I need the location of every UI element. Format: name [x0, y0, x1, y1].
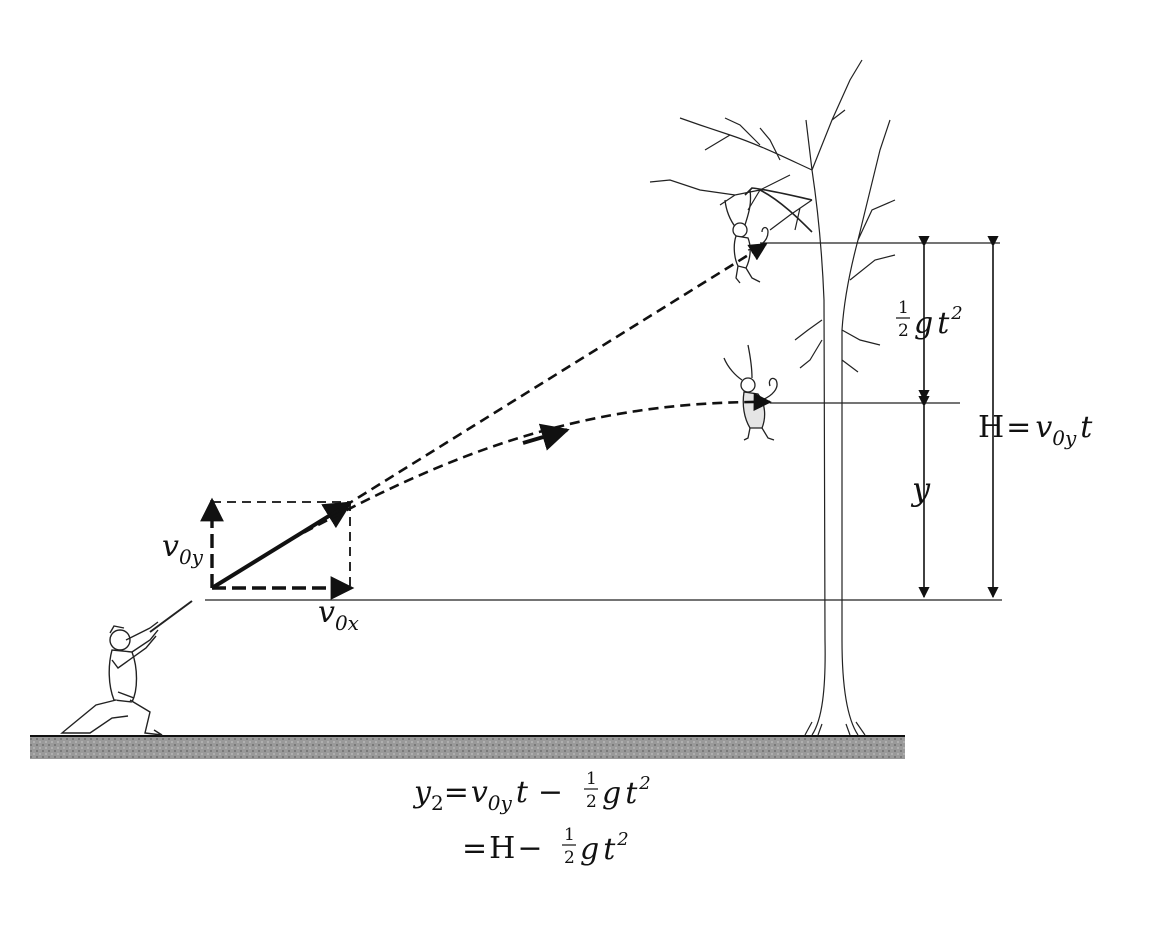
v0y-label: v0y — [162, 529, 204, 569]
tree — [649, 59, 896, 736]
reference-lines — [205, 242, 1002, 601]
line-of-sight — [289, 242, 768, 542]
monkey-hanging — [724, 189, 769, 284]
trajectory-velocity-arrow — [522, 423, 570, 451]
svg-text:gt2: gt2 — [580, 829, 629, 867]
v0x-label: v0x — [318, 595, 359, 635]
svg-text:1: 1 — [898, 298, 909, 318]
v0-arrow — [210, 501, 353, 590]
trajectories — [289, 242, 772, 542]
svg-text:1: 1 — [586, 769, 597, 789]
svg-text:gt2: gt2 — [914, 303, 963, 341]
svg-text:1: 1 — [564, 825, 575, 845]
svg-text:2: 2 — [564, 848, 575, 868]
y-label: y — [910, 470, 931, 508]
monkey-falling — [723, 344, 778, 441]
ground-strip — [30, 735, 905, 759]
projectile-trajectory — [289, 392, 772, 542]
velocity-component-box — [200, 497, 355, 600]
hunter-figure — [60, 600, 193, 736]
dimension-arrows — [918, 235, 999, 599]
svg-text:2: 2 — [586, 792, 597, 812]
svg-text:2: 2 — [898, 321, 909, 341]
svg-text:gt2: gt2 — [602, 773, 651, 811]
svg-text:=H−: =H− — [462, 831, 542, 866]
